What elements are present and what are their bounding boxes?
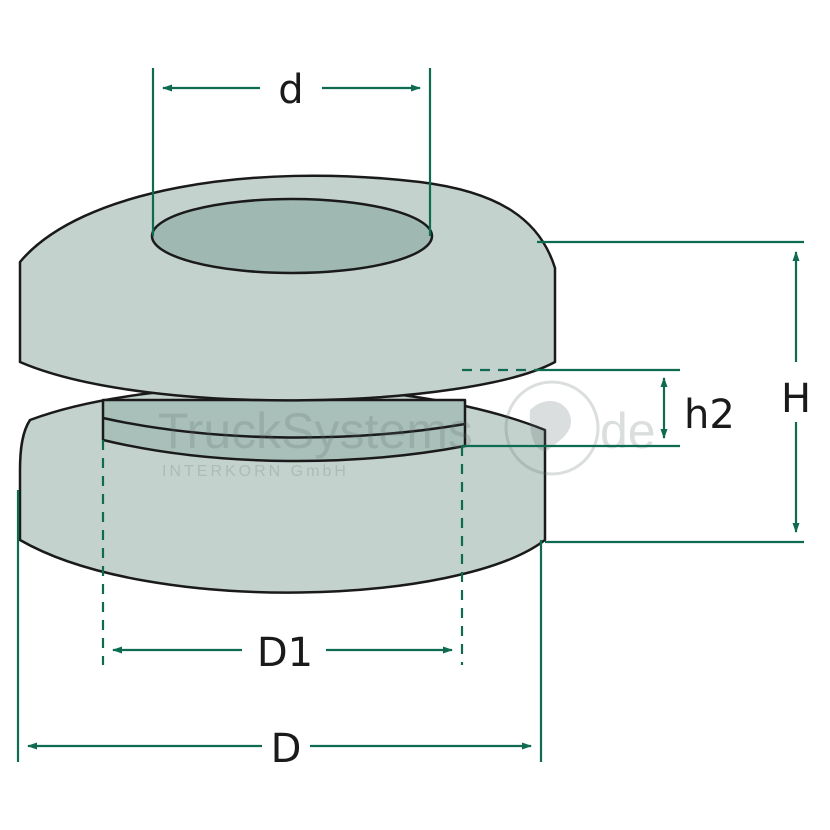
dimension-D1: D1 — [101, 440, 464, 676]
watermark-subtitle: INTERKORN GmbH — [162, 463, 349, 480]
watermark: TruckSystems de INTERKORN GmbH — [158, 380, 656, 480]
dimension-H: H — [537, 240, 811, 544]
neck-groove-line — [102, 416, 466, 439]
neck-band — [101, 398, 467, 463]
label-h2: h2 — [684, 392, 735, 438]
label-D: D — [271, 726, 302, 772]
watermark-tld: de — [600, 403, 656, 459]
watermark-brand: TruckSystems — [158, 403, 473, 459]
globe-continents — [529, 400, 571, 451]
dimension-D: D — [16, 490, 543, 772]
dimension-d: d — [151, 67, 432, 236]
center-hole — [150, 197, 434, 275]
dimension-h2: h2 — [462, 368, 735, 448]
globe-icon — [504, 380, 600, 476]
label-D1: D1 — [257, 630, 313, 676]
label-d: d — [278, 67, 303, 113]
label-H: H — [781, 376, 811, 422]
